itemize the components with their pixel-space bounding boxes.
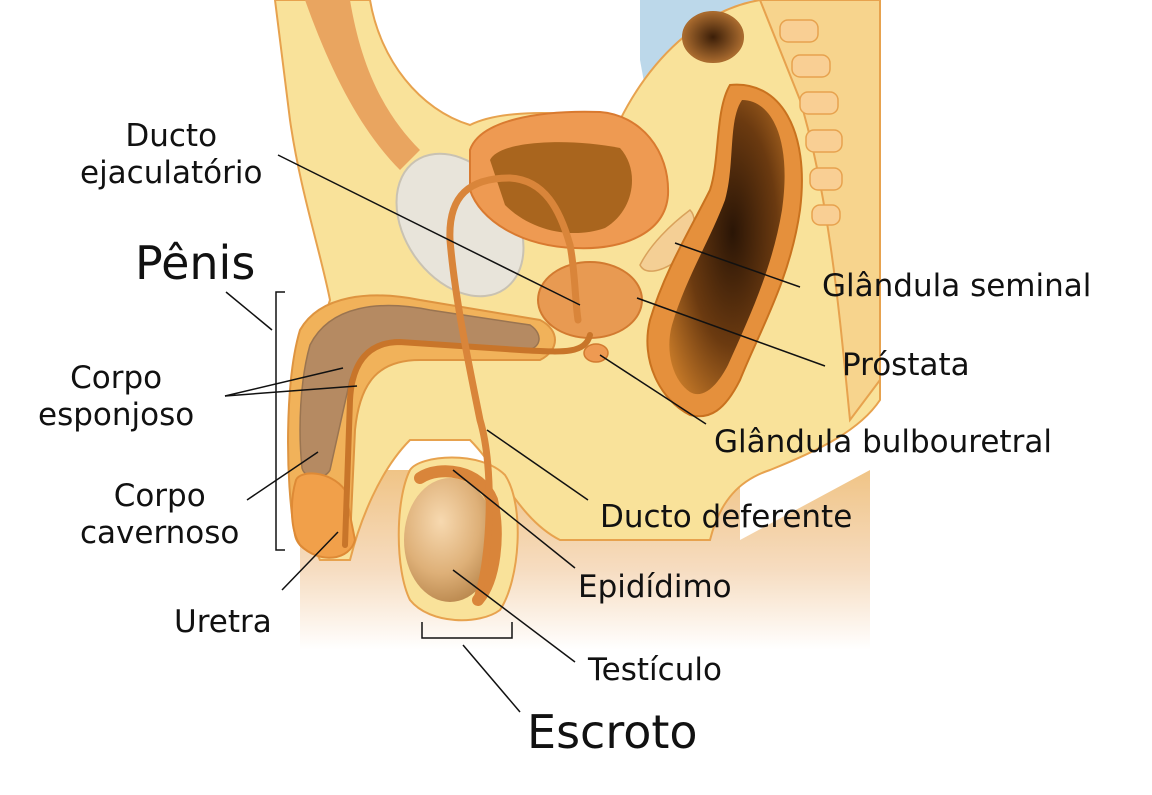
vas-deferens bbox=[446, 174, 582, 599]
label-ducto-deferente: Ducto deferente bbox=[600, 499, 853, 535]
leader-lines bbox=[224, 154, 826, 713]
label-corpo-esponjoso: Corpo esponjoso bbox=[38, 360, 194, 434]
label-corpo-esponjoso-line1: Corpo bbox=[70, 360, 163, 396]
bowel-opening bbox=[682, 11, 744, 63]
label-ducto-ejaculatorio-line1: Ducto bbox=[125, 118, 218, 154]
prostate bbox=[537, 261, 643, 339]
urethra-duct bbox=[342, 332, 593, 548]
abdominal-wall bbox=[305, 0, 420, 170]
label-glandula-bulbouretral: Glândula bulbouretral bbox=[714, 424, 1052, 460]
label-epididimo: Epidídimo bbox=[578, 569, 732, 605]
label-glandula-seminal: Glândula seminal bbox=[822, 268, 1092, 304]
testis bbox=[404, 478, 496, 602]
label-corpo-cavernoso-line1: Corpo bbox=[113, 478, 206, 514]
label-testiculo: Testículo bbox=[588, 652, 722, 688]
label-penis: Pênis bbox=[135, 236, 256, 290]
label-escroto: Escroto bbox=[527, 705, 698, 759]
label-corpo-cavernoso: Corpo cavernoso bbox=[80, 478, 239, 552]
label-corpo-cavernoso-line2: cavernoso bbox=[80, 515, 240, 552]
label-prostata: Próstata bbox=[842, 347, 970, 383]
label-corpo-esponjoso-line2: esponjoso bbox=[38, 397, 195, 434]
bulbourethral-gland bbox=[583, 343, 609, 363]
label-ducto-ejaculatorio: Ducto ejaculatório bbox=[80, 118, 262, 192]
label-ducto-ejaculatorio-line2: ejaculatório bbox=[80, 155, 263, 192]
glans bbox=[290, 472, 357, 559]
bladder-interior bbox=[490, 142, 632, 234]
label-uretra: Uretra bbox=[174, 604, 272, 640]
